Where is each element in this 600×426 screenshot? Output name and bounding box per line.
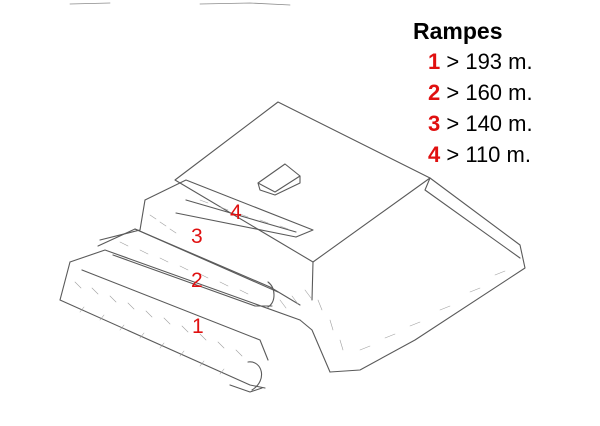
legend-length: > 110 m. xyxy=(446,142,531,167)
shading-hatches xyxy=(74,199,506,375)
platform-top xyxy=(174,101,526,373)
ramp-label-1: 1 xyxy=(192,315,204,338)
middle-tier xyxy=(97,228,301,308)
legend-row-4: 4 > 110 m. xyxy=(413,139,593,170)
legend-row-3: 3 > 140 m. xyxy=(413,108,593,139)
legend-number: 3 xyxy=(428,111,441,136)
top-edge-marks xyxy=(69,2,291,6)
legend-number: 4 xyxy=(428,142,441,167)
ramp-label-2: 2 xyxy=(191,269,203,292)
ramp-number-labels: 1 2 3 4 xyxy=(191,201,242,338)
bottom-tier xyxy=(59,249,331,393)
legend-number: 2 xyxy=(428,80,441,105)
legend-row-2: 2 > 160 m. xyxy=(413,77,593,108)
upper-tier xyxy=(99,179,314,241)
ramp-label-4: 4 xyxy=(230,201,242,224)
legend-title: Rampes xyxy=(413,18,503,44)
legend-row-1: 1 > 193 m. xyxy=(413,46,593,77)
roof-shed xyxy=(257,163,301,196)
legend-number: 1 xyxy=(428,49,441,74)
legend-length: > 160 m. xyxy=(446,80,533,105)
ramps-legend: Rampes 1 > 193 m. 2 > 160 m. 3 > 140 m. … xyxy=(413,16,593,170)
legend-length: > 140 m. xyxy=(446,111,533,136)
legend-length: > 193 m. xyxy=(446,49,533,74)
ramp-label-3: 3 xyxy=(191,225,203,248)
